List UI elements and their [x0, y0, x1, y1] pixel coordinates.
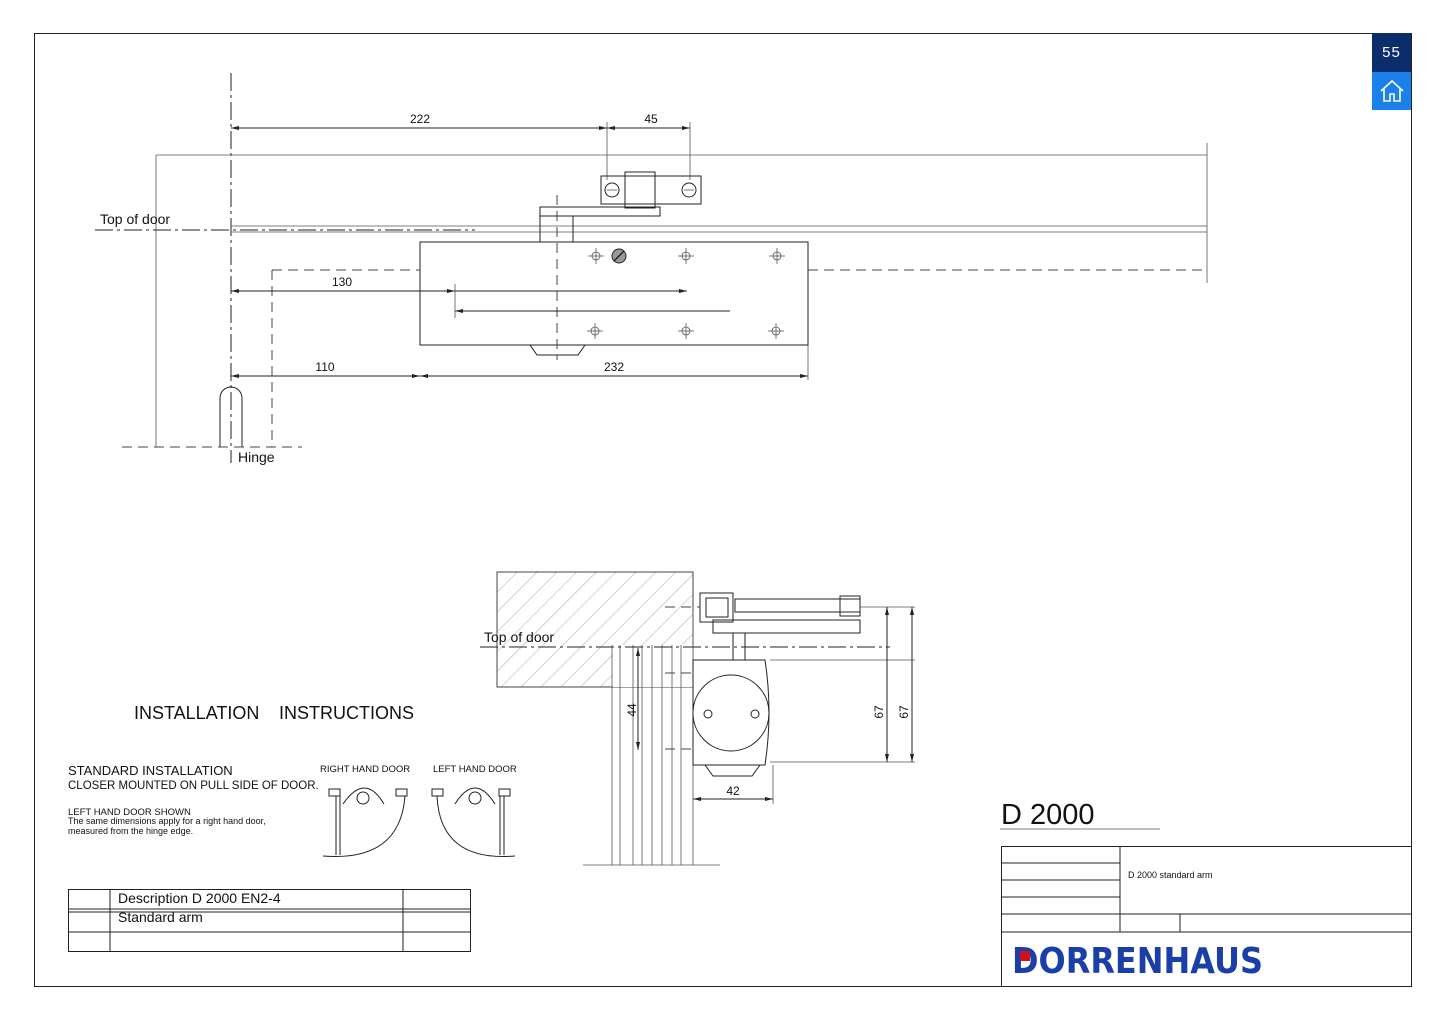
title-block: D 2000 D 2000 standard arm DORRENHAUS	[1000, 799, 1412, 987]
page-frame	[34, 33, 1412, 987]
note-line-1: The same dimensions apply for a right ha…	[68, 816, 266, 826]
label-top-of-door: Top of door	[100, 211, 170, 227]
brand-name: DORRENHAUS	[1012, 941, 1263, 982]
label-top-of-door-side: Top of door	[484, 629, 554, 645]
right-hand-door-diagram	[322, 787, 408, 857]
home-button[interactable]	[1372, 72, 1411, 110]
dim-130: 130	[332, 275, 352, 289]
title-description: D 2000 standard arm	[1128, 870, 1213, 880]
instructions-heading-2: INSTRUCTIONS	[279, 703, 414, 723]
dorrenhaus-logo: DORRENHAUS	[1012, 941, 1263, 982]
right-hand-door-label: RIGHT HAND DOOR	[320, 764, 410, 775]
closer-body	[419, 241, 809, 346]
dim-45: 45	[644, 112, 658, 126]
description-table: Description D 2000 EN2-4 Standard arm	[68, 889, 471, 952]
page-number-badge: 55	[1372, 33, 1411, 72]
side-view: Top of door 44 67 67 42	[480, 571, 915, 866]
description-row-2: Standard arm	[118, 909, 203, 925]
dim-110: 110	[315, 360, 334, 374]
dim-67-a: 67	[872, 705, 886, 719]
hinge-symbol	[219, 386, 243, 447]
model-title: D 2000	[1001, 799, 1095, 831]
standard-installation-sub: CLOSER MOUNTED ON PULL SIDE OF DOOR.	[68, 780, 319, 792]
top-view: 222 45 Top of door	[95, 73, 1208, 465]
dim-222: 222	[410, 112, 430, 126]
note-line-2: measured from the hinge edge.	[68, 826, 193, 836]
home-icon	[1379, 79, 1404, 102]
left-hand-door-shown: LEFT HAND DOOR SHOWN	[68, 807, 191, 818]
dim-44: 44	[625, 703, 639, 717]
left-hand-door-label: LEFT HAND DOOR	[433, 764, 517, 775]
description-row-1: Description D 2000 EN2-4	[118, 890, 281, 906]
standard-installation-title: STANDARD INSTALLATION	[68, 763, 233, 778]
installation-instructions: INSTALLATION INSTRUCTIONS STANDARD INSTA…	[68, 703, 517, 857]
instructions-heading-1: INSTALLATION	[134, 703, 259, 723]
dim-42: 42	[726, 784, 740, 798]
logo-accent-square	[1020, 951, 1030, 961]
dim-67-b: 67	[897, 705, 911, 719]
dim-232: 232	[604, 360, 624, 374]
left-hand-door-diagram	[431, 787, 516, 857]
label-hinge: Hinge	[238, 449, 275, 465]
